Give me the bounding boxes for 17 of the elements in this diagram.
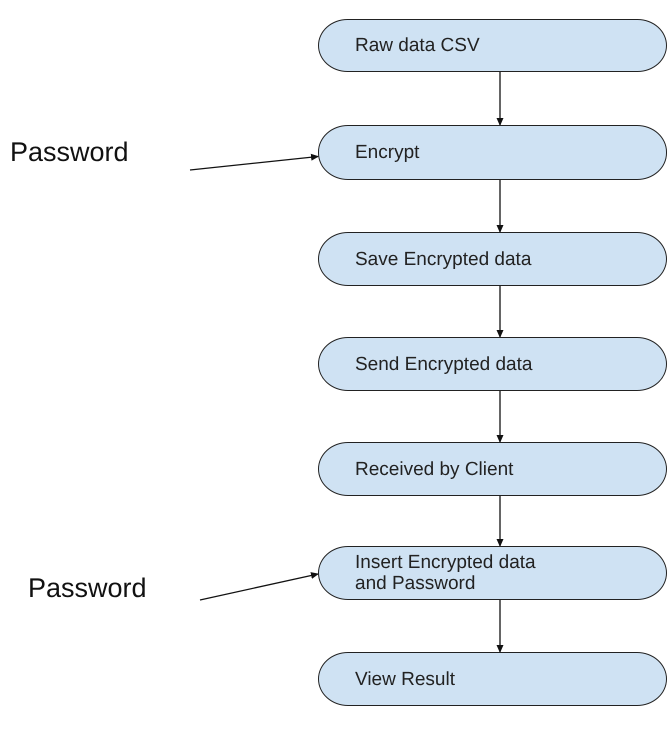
arrow [496,286,504,338]
arrow [190,154,319,171]
label-text: Password [10,137,129,167]
arrow [496,72,504,126]
step-text: Received by Client [355,458,514,480]
arrow [496,600,504,653]
arrow [496,496,504,547]
arrow [496,180,504,233]
step-text: Save Encrypted data [355,248,532,270]
arrow [496,391,504,443]
arrow [200,572,319,601]
step-text: Send Encrypted data [355,354,532,374]
label-text: Password [28,573,147,603]
step-text: Insert Encrypted data and Password [355,552,537,594]
step-text: View Result [355,668,455,690]
step-text: Raw data CSV [355,35,480,56]
step-text: Encrypt [355,142,420,163]
